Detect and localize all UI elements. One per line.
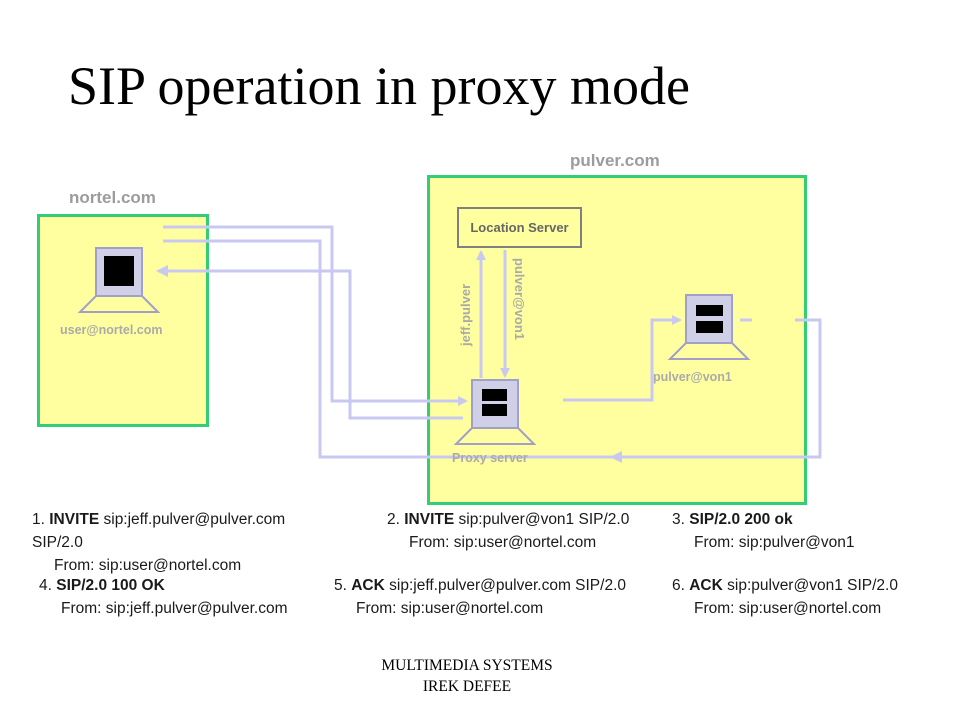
nortel-domain-label: nortel.com — [69, 188, 156, 207]
ok-arrow-4 — [156, 265, 463, 420]
user-node-label: user@nortel.com — [60, 323, 163, 337]
message-2: 2. INVITE sip:pulver@von1 SIP/2.0 From: … — [387, 511, 630, 551]
von1-node-label: pulver@von1 — [653, 370, 732, 384]
footer: MULTIMEDIA SYSTEMS IREK DEFEE — [0, 655, 934, 697]
invite-arrow-1 — [163, 225, 468, 406]
ack-arrow-5 — [163, 239, 612, 459]
location-server-box: Location Server — [457, 207, 582, 248]
location-response-label: pulver@von1 — [512, 258, 527, 341]
message-3: 3. SIP/2.0 200 ok From: sip:pulver@von1 — [672, 511, 855, 551]
footer-line-1: MULTIMEDIA SYSTEMS — [381, 657, 553, 674]
message-4: 4. SIP/2.0 100 OK From: sip:jeff.pulver@… — [39, 577, 288, 617]
proxy-node-label: Proxy server — [452, 451, 528, 465]
invite-arrow-2 — [563, 315, 682, 402]
pulver-domain-box — [427, 175, 807, 505]
message-1: 1. INVITE sip:jeff.pulver@pulver.com SIP… — [32, 511, 286, 574]
proxy-computer-icon — [453, 379, 537, 445]
message-5: 5. ACK sip:jeff.pulver@pulver.com SIP/2.… — [334, 577, 627, 617]
footer-line-2: IREK DEFEE — [422, 678, 512, 695]
user-computer-icon — [77, 247, 161, 313]
message-6: 6. ACK sip:pulver@von1 SIP/2.0 From: sip… — [672, 577, 898, 617]
von1-computer-icon — [667, 294, 751, 360]
ack-arrow-6 — [610, 318, 822, 463]
pulver-domain-label: pulver.com — [570, 151, 660, 170]
nortel-domain-box — [37, 214, 209, 427]
location-query-label: jeff.pulver — [458, 283, 473, 346]
slide-title: SIP operation in proxy mode — [68, 56, 690, 116]
